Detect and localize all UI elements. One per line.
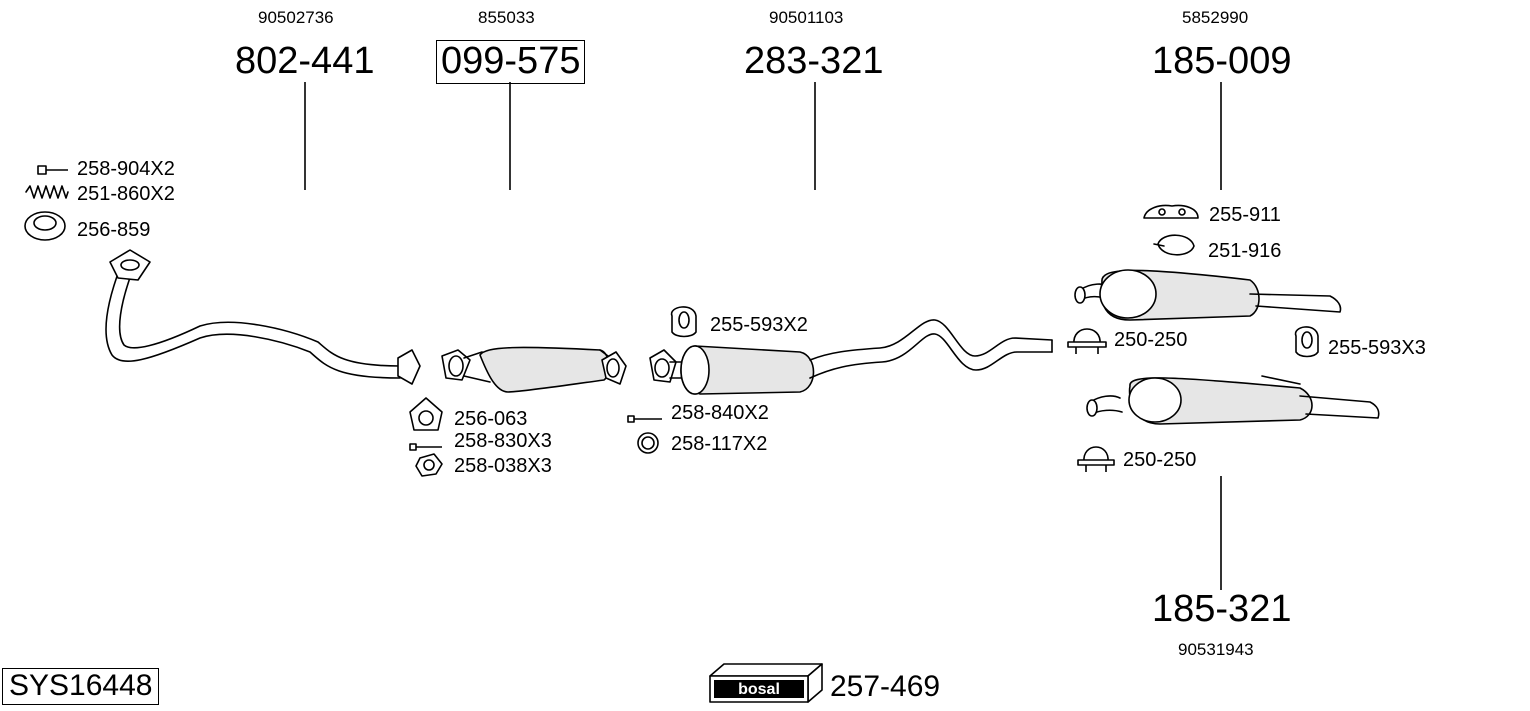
bosal-logo: bosal — [709, 663, 823, 703]
rubber-hanger-icon — [671, 306, 697, 338]
rubber-hanger-icon — [1294, 326, 1319, 358]
bracket-icon — [1143, 204, 1199, 219]
accessory-label[interactable]: 256-063 — [454, 408, 528, 430]
rear-silencer-upper[interactable] — [1074, 269, 1342, 321]
accessory-label[interactable]: 255-911 — [1209, 204, 1281, 226]
accessory-label[interactable]: 258-904X2 — [77, 158, 175, 180]
clamp-icon — [1153, 234, 1195, 256]
accessory-label[interactable]: 258-840X2 — [671, 402, 769, 424]
gasket-ring-icon — [24, 211, 66, 241]
oem-number: 90502736 — [258, 8, 334, 27]
oem-number: 855033 — [478, 8, 535, 27]
catalytic-converter[interactable] — [441, 346, 627, 393]
accessory-label[interactable]: 255-593X2 — [710, 314, 808, 336]
accessory-label[interactable]: 251-916 — [1208, 240, 1282, 262]
centre-silencer[interactable] — [649, 319, 1053, 395]
u-clamp-icon — [1067, 328, 1107, 354]
accessory-label[interactable]: 258-038X3 — [454, 455, 552, 477]
rear-silencer-lower[interactable] — [1086, 375, 1380, 425]
system-code: SYS16448 — [2, 668, 160, 705]
accessory-label[interactable]: 251-860X2 — [77, 183, 175, 205]
svg-text:bosal: bosal — [738, 681, 780, 698]
nut-icon — [415, 453, 443, 477]
ring-gasket-icon — [637, 432, 659, 454]
bolt-icon — [37, 165, 68, 175]
mounting-kit-number[interactable]: 257-469 — [830, 670, 941, 703]
bolt-icon — [627, 415, 662, 423]
accessory-label[interactable]: 258-117X2 — [671, 433, 768, 455]
part-number[interactable]: 283-321 — [744, 40, 884, 82]
part-number[interactable]: 185-009 — [1152, 40, 1292, 82]
accessory-label[interactable]: 256-859 — [77, 219, 151, 241]
accessory-label[interactable]: 258-830X3 — [454, 430, 552, 452]
accessory-label[interactable]: 255-593X3 — [1328, 337, 1426, 359]
part-number-boxed[interactable]: 099-575 — [436, 40, 586, 84]
oem-number: 90531943 — [1178, 640, 1254, 659]
part-number[interactable]: 185-321 — [1152, 588, 1292, 630]
u-clamp-icon — [1077, 446, 1115, 472]
oem-number: 90501103 — [769, 8, 844, 27]
accessory-label[interactable]: 250-250 — [1114, 329, 1188, 351]
oem-number: 5852990 — [1182, 8, 1249, 27]
spring-icon — [25, 185, 69, 199]
flange-gasket-icon — [409, 397, 443, 431]
accessory-label[interactable]: 250-250 — [1123, 449, 1197, 471]
front-pipe[interactable] — [105, 249, 421, 385]
bolt-icon — [409, 443, 442, 451]
part-number[interactable]: 802-441 — [235, 40, 375, 82]
